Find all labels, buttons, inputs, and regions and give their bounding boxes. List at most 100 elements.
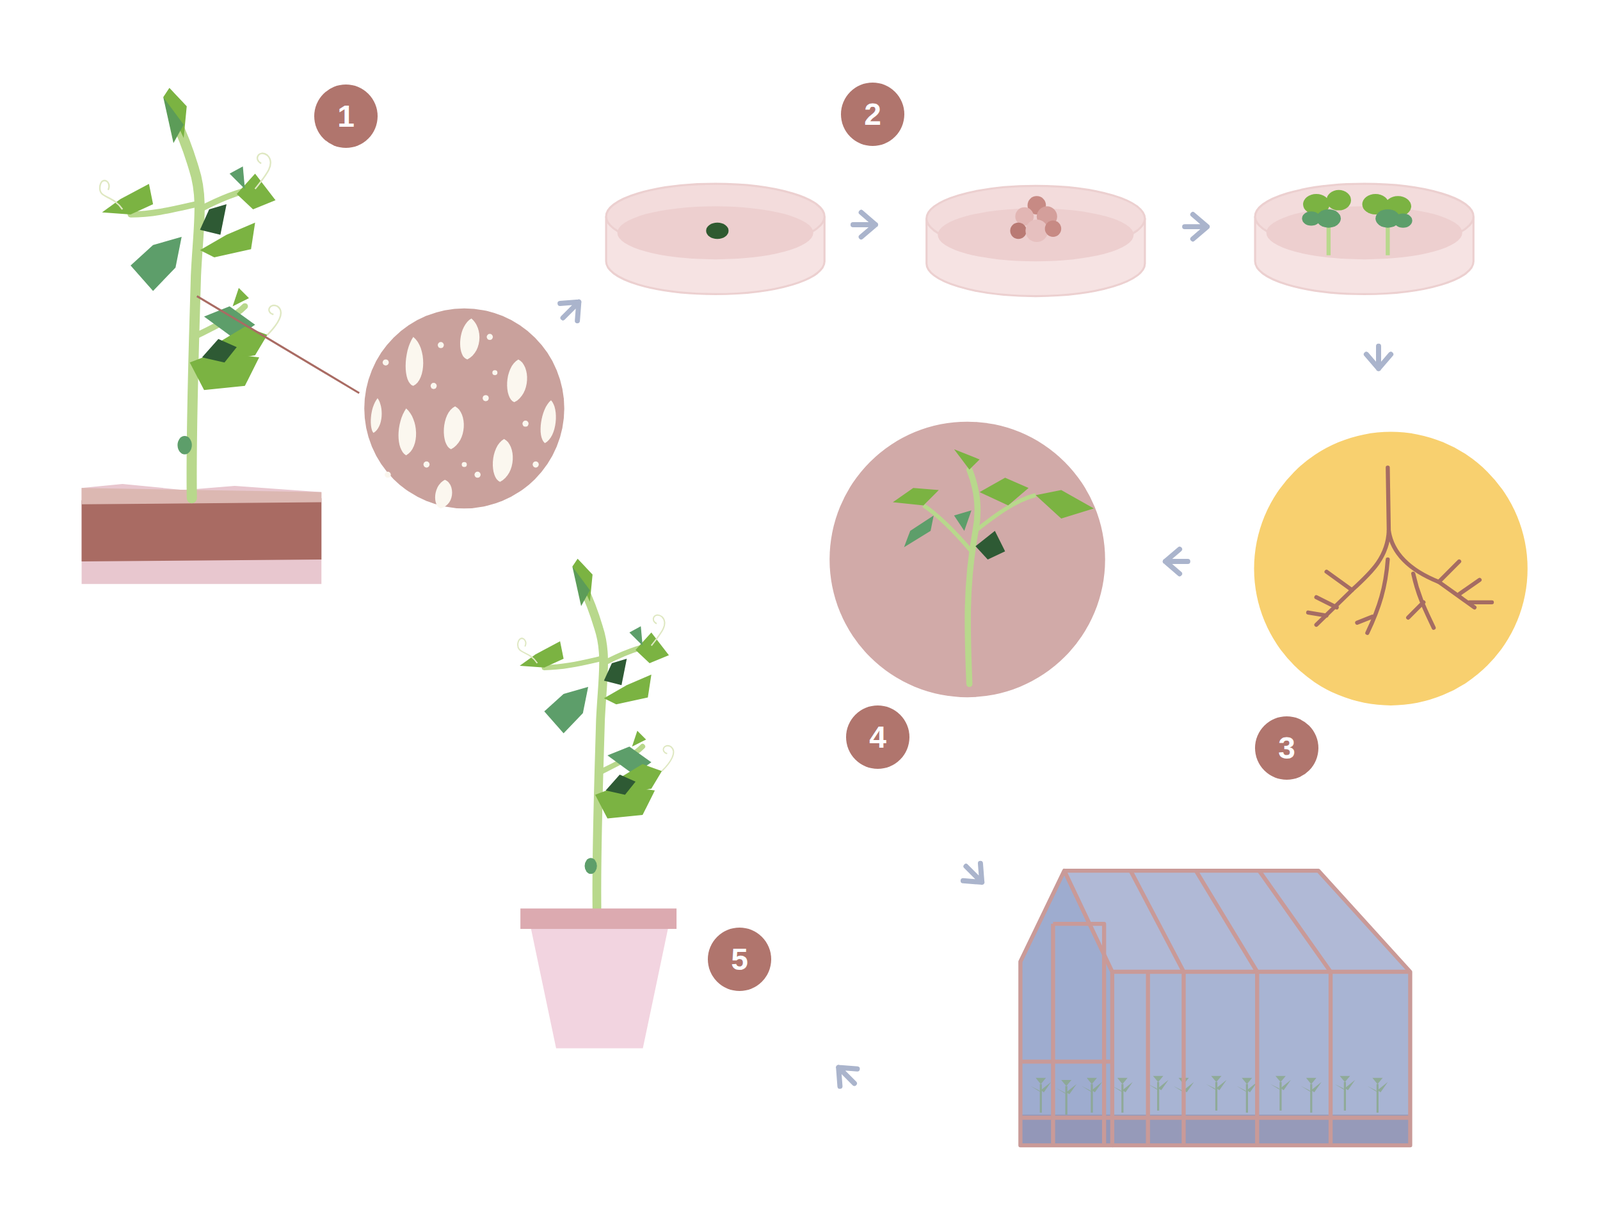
petri-dish [617,206,814,260]
root-circle [1388,530,1475,608]
greenhouse [1020,870,1410,1145]
plantlet-circle [904,515,934,547]
greenhouse [1064,870,1410,1145]
magnified-tissue [532,461,539,468]
magnified-tissue [492,439,513,482]
petri-dish [1255,183,1474,294]
petri-dish [705,222,729,240]
greenhouse [1112,1077,1133,1113]
flow-arrow [830,1058,864,1092]
soil-block [81,496,322,562]
greenhouse [1301,1077,1322,1113]
flow-arrow [554,212,1391,1092]
magnified-tissue [540,400,557,443]
petri-dish [926,185,1145,296]
magnified-tissue [460,318,480,360]
flow-arrow [1366,346,1391,369]
petri-dish [1393,213,1413,228]
root-circle [1357,616,1373,623]
root-circle [1308,467,1492,633]
plantlet-circle [1035,489,1094,519]
petri-dish [606,183,825,294]
greenhouse [1030,1077,1051,1113]
magnified-tissue [487,334,494,341]
plantlet-circle [892,487,939,505]
root-circle [1367,559,1388,633]
greenhouse [1020,1061,1410,1118]
potted-plant [517,558,677,1049]
flow-arrow [1184,214,1208,239]
magnified-tissue [522,420,529,427]
callout-number: 5 [707,927,772,991]
greenhouse [1112,969,1411,974]
plantlet-circle [923,494,1036,552]
petri-dish [1009,222,1027,240]
magnified-tissue [370,398,382,433]
greenhouse [1130,870,1331,972]
root-circle [1408,573,1434,628]
greenhouse [1334,1075,1355,1111]
callout-number: 1 [314,84,378,148]
magnified-tissue [461,462,467,468]
petri-dish [1025,219,1048,242]
greenhouse [1081,1077,1103,1113]
magnified-tissue [405,336,424,386]
flow-arrow [554,293,588,327]
petri-dish [1301,190,1412,228]
petri-dish [1045,220,1062,238]
source-plant [99,87,281,498]
callout-number: 2 [840,82,905,146]
magnified-tissue [482,394,489,402]
magnified-tissue [370,318,556,509]
magnified-tissue [384,471,392,479]
magnified-tissue [506,359,527,402]
plantlet-circle [967,469,978,685]
leader-line [197,296,360,393]
potted-plant [530,926,669,1049]
greenhouse [1020,870,1112,1145]
soil-block [81,483,322,584]
leader-line [197,296,360,393]
petri-dish [1301,211,1321,226]
flow-arrow [853,212,876,237]
greenhouse [1236,1077,1257,1113]
soil-block [81,487,322,505]
magnified-tissue [423,461,431,468]
plantlet-circle [954,449,980,470]
greenhouse [1148,1075,1169,1111]
magnified-tissue [474,471,481,479]
source-plant [99,87,281,498]
greenhouse [1030,1075,1388,1115]
greenhouse [1270,1075,1291,1111]
soil-block [81,483,322,584]
greenhouse [1367,1077,1388,1113]
greenhouse [1052,923,1104,1145]
magnified-tissue [364,308,565,509]
plantlet-circle [979,477,1030,505]
root-circle [1308,571,1353,616]
root-circle [1254,432,1528,706]
plantlet-circle [829,421,1105,697]
greenhouse [1064,870,1410,972]
magnified-tissue [437,341,445,349]
root-circle [1438,561,1492,603]
petri-dish [937,208,1134,262]
magnified-tissue [435,480,453,509]
magnified-tissue [492,369,498,376]
magnified-tissue [382,359,390,366]
magnified-tissue [443,406,464,450]
plantlet-circle [954,510,972,531]
greenhouse [1206,1075,1227,1111]
magnified-tissue [364,308,565,509]
magnified-tissue [398,408,417,456]
petri-dish [1326,190,1352,211]
magnified-tissue [430,382,438,390]
greenhouse [1056,1079,1077,1115]
petri-dish [1266,206,1463,260]
potted-plant [517,558,674,912]
callout-number: 4 [846,705,910,769]
root-circle [1254,432,1528,706]
